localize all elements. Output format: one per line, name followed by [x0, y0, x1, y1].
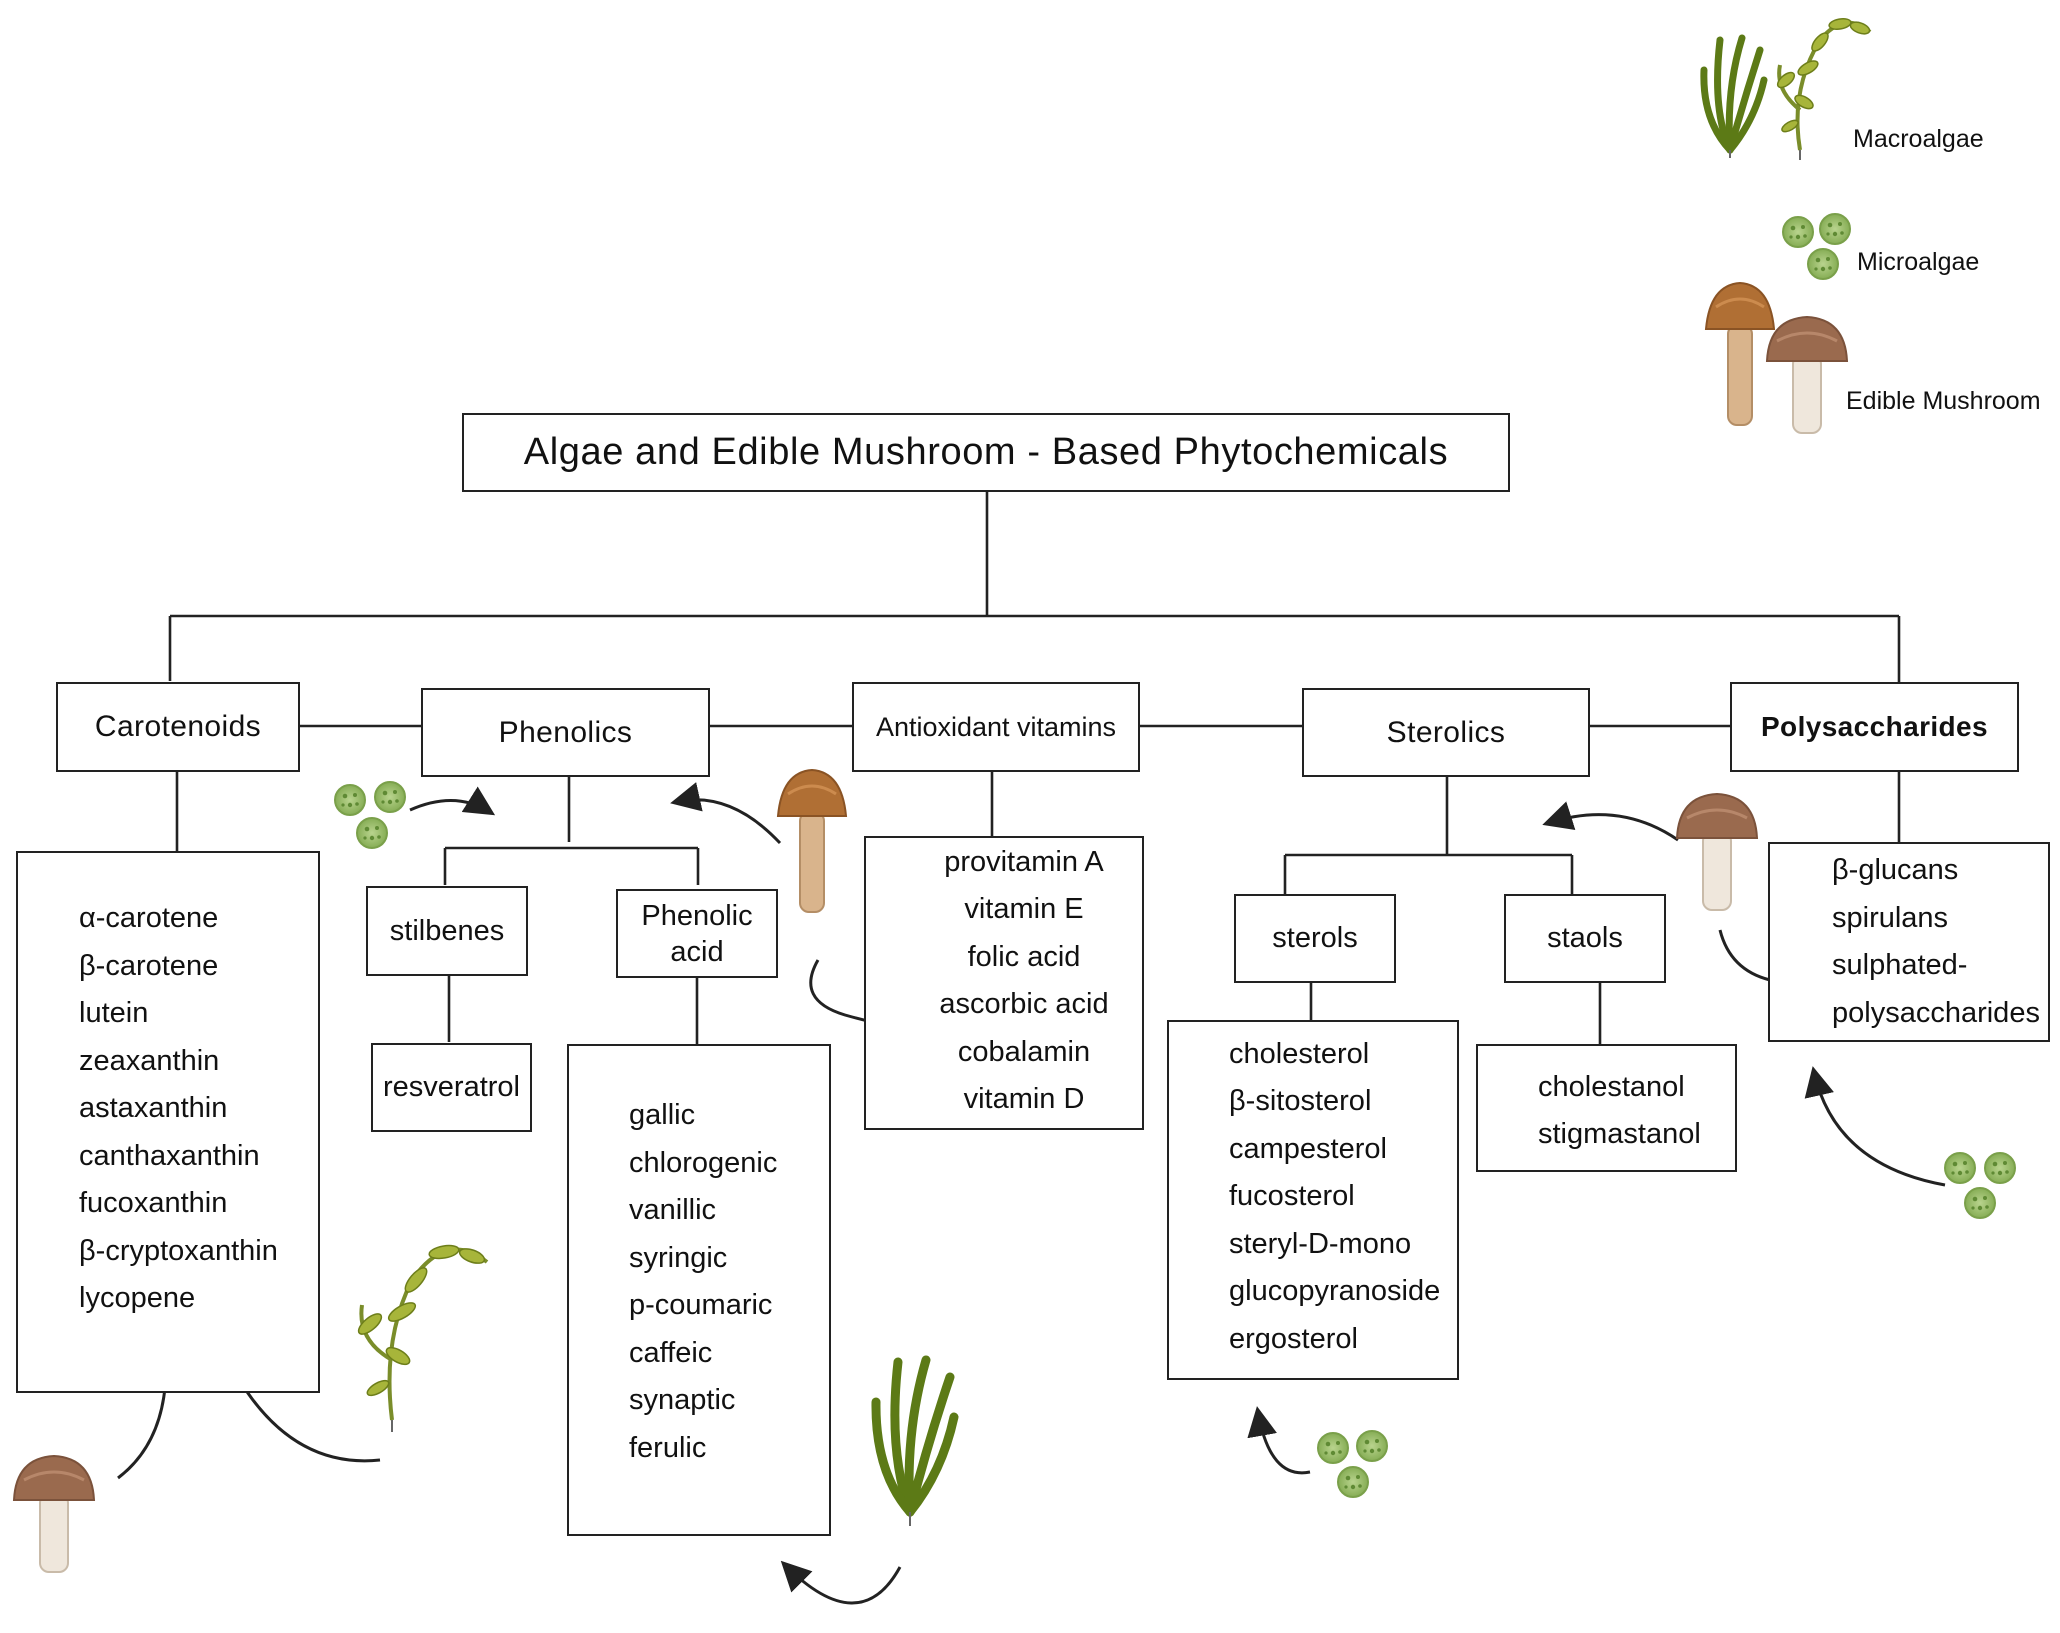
list-item: vanillic — [629, 1194, 717, 1226]
list-item: vitamin D — [963, 1083, 1085, 1115]
staols-list: cholestanol stigmastanol — [1476, 1044, 1737, 1172]
mushroom-icon — [1675, 792, 1759, 912]
list-item: astaxanthin — [79, 1092, 228, 1125]
macroalgae-icon — [871, 1355, 959, 1526]
legend-edible-mushroom: Edible Mushroom — [1846, 387, 2041, 415]
polysaccharides-list: β-glucans spirulans sulphated- polysacch… — [1768, 842, 2050, 1042]
legend-microalgae: Microalgae — [1857, 248, 1980, 276]
macroalgae-icon — [1700, 34, 1768, 158]
list-item: steryl-D-mono — [1229, 1227, 1412, 1260]
list-item: chlorogenic — [629, 1146, 778, 1179]
microalgae-icon — [1944, 1152, 2016, 1219]
macroalgae-icon — [1776, 17, 1872, 160]
subcategory-stilbenes: stilbenes — [366, 886, 528, 976]
macroalgae-icon — [357, 1244, 489, 1432]
list-item: folic acid — [967, 940, 1081, 973]
list-item: α-carotene — [79, 902, 219, 935]
category-polysaccharides: Polysaccharides — [1730, 682, 2019, 772]
phenolic-acid-label-line2: acid — [670, 935, 724, 968]
list-item: resveratrol — [383, 1070, 520, 1103]
list-item: zeaxanthin — [79, 1044, 220, 1077]
mushroom-icon — [1704, 281, 1849, 435]
subcategory-staols: staols — [1504, 894, 1666, 983]
category-phenolics: Phenolics — [421, 688, 710, 777]
list-item: cobalamin — [957, 1035, 1091, 1068]
mushroom-icon — [12, 1454, 96, 1574]
legend-macroalgae: Macroalgae — [1853, 125, 1984, 153]
list-item: p-coumaric — [629, 1289, 773, 1321]
category-antioxidant-vitamins: Antioxidant vitamins — [852, 682, 1140, 772]
list-item: β-cryptoxanthin — [79, 1234, 278, 1267]
list-item: ferulic — [629, 1431, 707, 1464]
list-item: ergosterol — [1229, 1322, 1358, 1355]
carotenoids-list: α-carotene β-carotene lutein zeaxanthin … — [16, 851, 320, 1393]
subcategory-sterols: sterols — [1234, 894, 1396, 983]
subcategory-phenolic-acid: Phenolic acid — [616, 889, 778, 978]
list-item: cholestanol — [1538, 1070, 1685, 1103]
microalgae-icon — [1317, 1430, 1388, 1498]
list-item: synaptic — [629, 1384, 736, 1416]
list-item: vitamin E — [964, 893, 1084, 925]
mushroom-icon — [776, 768, 848, 914]
list-item: provitamin A — [944, 845, 1104, 878]
stilbenes-list: resveratrol — [371, 1043, 532, 1132]
sterols-list: cholesterol β-sitosterol campesterol fuc… — [1167, 1020, 1459, 1380]
list-item: β-glucans — [1832, 854, 1959, 886]
list-item: syringic — [629, 1241, 728, 1274]
list-item: ascorbic acid — [939, 988, 1109, 1020]
list-item: β-sitosterol — [1229, 1085, 1372, 1118]
list-item: polysaccharides — [1832, 996, 2040, 1029]
list-item: sulphated- — [1832, 949, 1968, 981]
microalgae-icon — [334, 781, 406, 849]
list-item: campesterol — [1229, 1132, 1387, 1165]
list-item: lycopene — [79, 1282, 196, 1315]
phenolic-acid-label-line1: Phenolic — [641, 899, 753, 932]
list-item: fucosterol — [1229, 1180, 1355, 1213]
list-item: gallic — [629, 1099, 696, 1131]
phenolic-acid-list: gallic chlorogenic vanillic syringic p-c… — [567, 1044, 831, 1536]
antioxidant-vitamins-list: provitamin A vitamin E folic acid ascorb… — [864, 836, 1144, 1130]
list-item: stigmastanol — [1538, 1118, 1701, 1150]
list-item: spirulans — [1832, 901, 1949, 934]
list-item: caffeic — [629, 1336, 713, 1369]
category-carotenoids: Carotenoids — [56, 682, 300, 772]
microalgae-icon — [1782, 213, 1851, 280]
list-item: lutein — [79, 997, 149, 1030]
list-item: cholesterol — [1229, 1037, 1370, 1070]
root-title-box: Algae and Edible Mushroom - Based Phytoc… — [462, 413, 1510, 492]
category-sterolics: Sterolics — [1302, 688, 1590, 777]
list-item: β-carotene — [79, 949, 219, 982]
list-item: glucopyranoside — [1229, 1275, 1441, 1308]
list-item: canthaxanthin — [79, 1139, 260, 1172]
list-item: fucoxanthin — [79, 1187, 228, 1220]
